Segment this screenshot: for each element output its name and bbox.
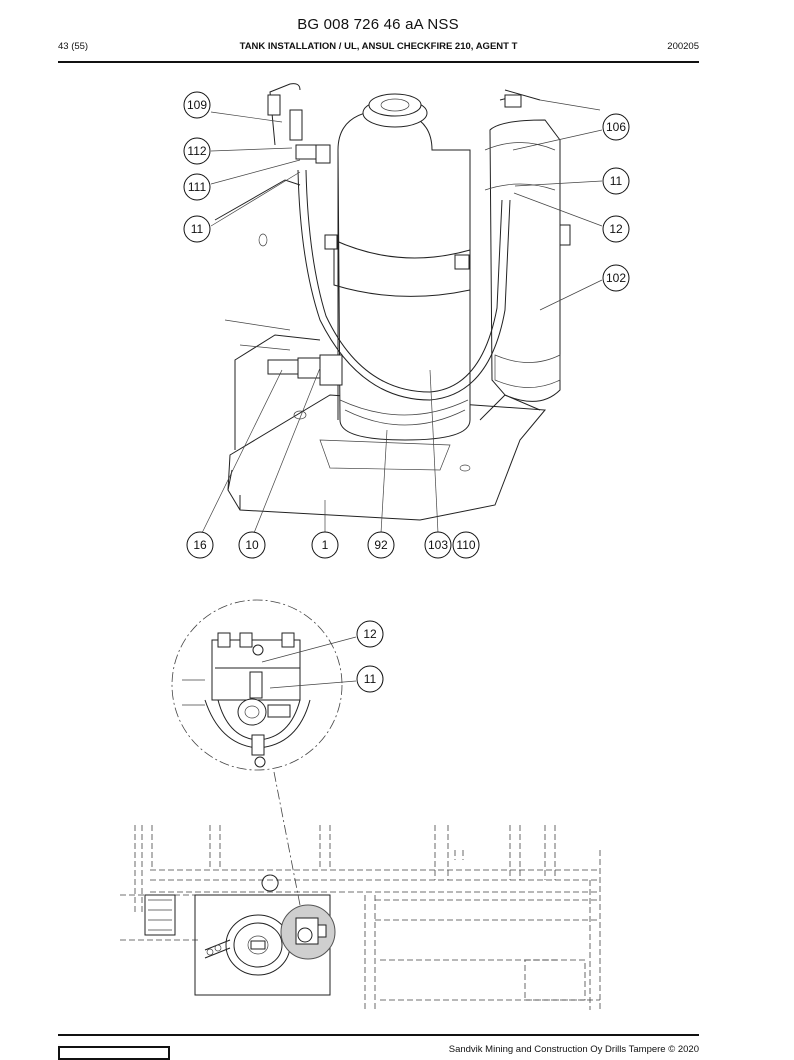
page-number: 43 (55) <box>58 41 89 52</box>
callout-11-right: 11 <box>602 167 630 195</box>
callout-92: 92 <box>367 531 395 559</box>
callout-102: 102 <box>602 264 630 292</box>
callout-109: 109 <box>183 91 211 119</box>
svg-text:16: 16 <box>193 538 207 552</box>
callout-112: 112 <box>183 137 211 165</box>
header-row: 43 (55) TANK INSTALLATION / UL, ANSUL CH… <box>58 41 699 57</box>
overview-detail-highlight <box>280 904 336 960</box>
callout-103: 103 <box>424 531 452 559</box>
svg-text:11: 11 <box>191 222 204 236</box>
hose <box>267 83 511 401</box>
callout-110: 110 <box>452 531 480 559</box>
callout-12-right: 12 <box>602 215 630 243</box>
bottom-fittings <box>267 354 343 386</box>
detail-view <box>171 599 357 771</box>
svg-text:112: 112 <box>187 144 206 158</box>
footer-rule <box>58 1034 699 1036</box>
svg-text:92: 92 <box>374 538 388 552</box>
document-date: 200205 <box>667 41 699 52</box>
footer-copyright: Sandvik Mining and Construction Oy Drill… <box>448 1044 699 1055</box>
detail-callout-12: 12 <box>356 620 384 648</box>
svg-text:106: 106 <box>606 120 626 134</box>
svg-text:109: 109 <box>187 98 207 112</box>
svg-text:103: 103 <box>428 538 448 552</box>
document-id: BG 008 726 46 aA NSS <box>297 16 459 33</box>
detail-callout-11: 11 <box>356 665 384 693</box>
callout-111: 111 <box>183 173 211 201</box>
svg-text:10: 10 <box>245 538 259 552</box>
callout-11-left: 11 <box>183 215 211 243</box>
svg-text:11: 11 <box>610 174 623 188</box>
callout-106: 106 <box>602 113 630 141</box>
callout-16: 16 <box>186 531 214 559</box>
page-title: TANK INSTALLATION / UL, ANSUL CHECKFIRE … <box>239 41 518 52</box>
brand-logo <box>58 1046 170 1060</box>
overview-frame <box>120 825 601 1010</box>
header-rule <box>58 61 699 63</box>
svg-text:110: 110 <box>456 538 475 552</box>
svg-text:102: 102 <box>606 271 626 285</box>
cartridge-tank <box>484 89 601 402</box>
svg-text:12: 12 <box>363 627 377 641</box>
svg-text:1: 1 <box>322 538 329 552</box>
callout-1: 1 <box>311 531 339 559</box>
leader-lines <box>201 111 603 534</box>
overview-tank <box>204 914 291 976</box>
svg-text:11: 11 <box>364 672 377 686</box>
svg-text:111: 111 <box>188 180 207 194</box>
detail-link-line <box>273 771 301 906</box>
main-tank <box>324 93 471 441</box>
svg-text:12: 12 <box>609 222 623 236</box>
callout-10: 10 <box>238 531 266 559</box>
